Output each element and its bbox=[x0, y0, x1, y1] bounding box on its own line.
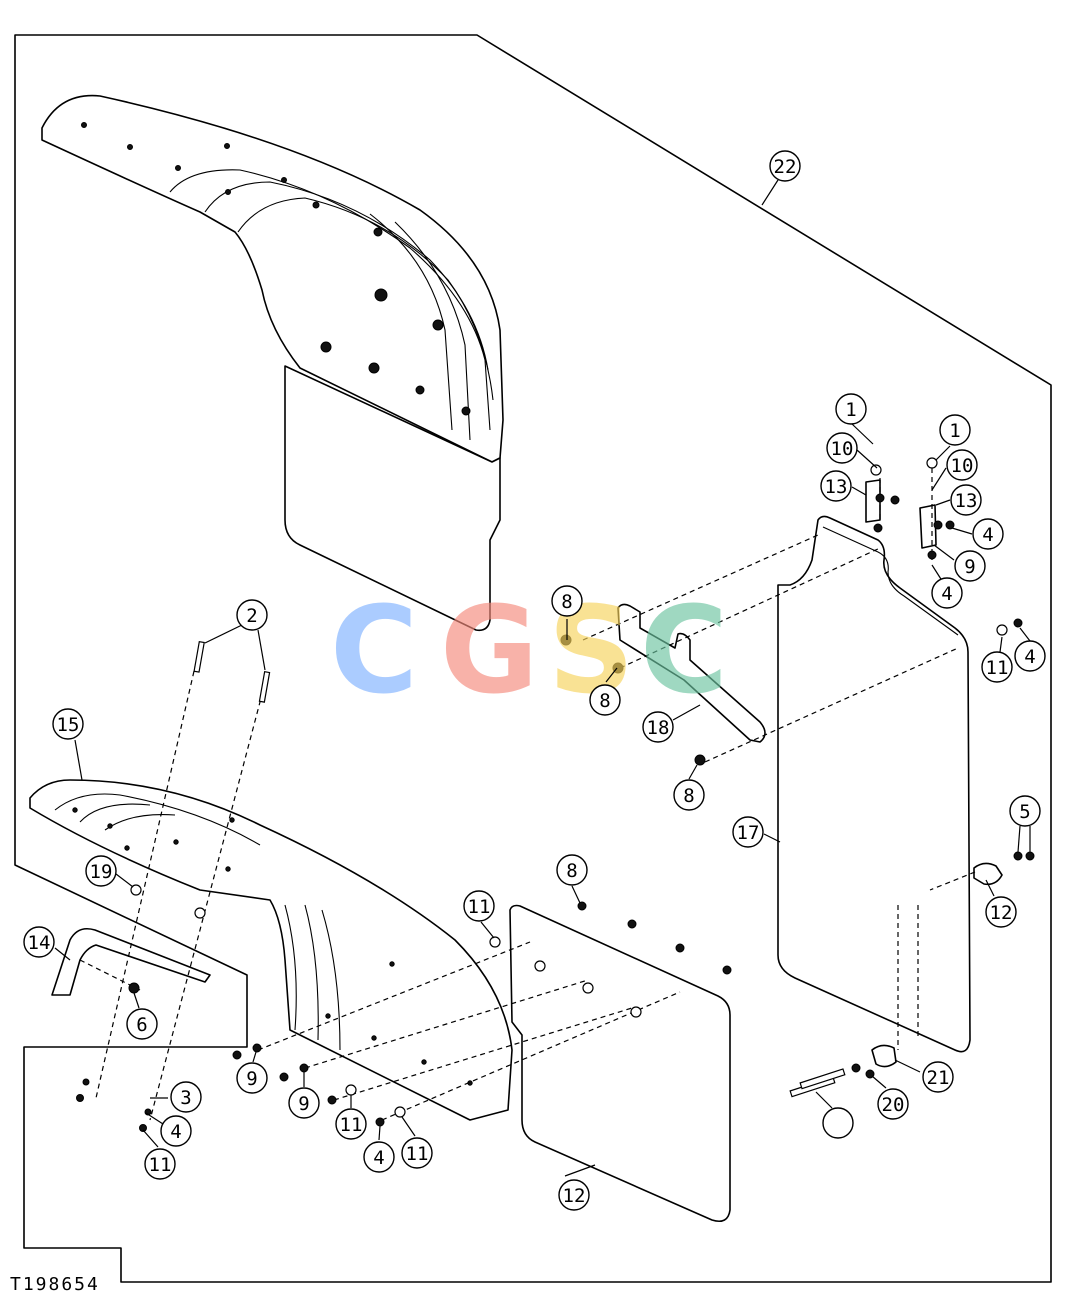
lower-mud-flap bbox=[509, 904, 731, 1223]
svg-text:10: 10 bbox=[951, 455, 974, 477]
drawing-id: T198654 bbox=[10, 1274, 100, 1295]
callout-13: 13 bbox=[950, 484, 982, 516]
callout-4: 11 bbox=[144, 1148, 176, 1180]
callout-8: 8 bbox=[589, 684, 621, 716]
callout-10: 10 bbox=[946, 449, 978, 481]
watermark-letter-2: G bbox=[440, 582, 539, 721]
callout-11: 11 bbox=[463, 890, 495, 922]
svg-text:8: 8 bbox=[683, 785, 694, 807]
callout-22: 22 bbox=[769, 150, 801, 182]
callout-3: 4 bbox=[160, 1115, 192, 1147]
mounting-bar bbox=[617, 603, 766, 743]
callout-14: 14 bbox=[23, 926, 55, 958]
svg-text:11: 11 bbox=[406, 1143, 429, 1165]
callout-5: 5 bbox=[1009, 795, 1041, 827]
callout-21: 20 bbox=[877, 1088, 909, 1120]
svg-text:22: 22 bbox=[774, 156, 797, 178]
callout-20 bbox=[822, 1107, 854, 1139]
svg-text:9: 9 bbox=[298, 1093, 309, 1115]
callout-4: 4 bbox=[363, 1141, 395, 1173]
svg-text:4: 4 bbox=[1024, 646, 1035, 668]
svg-text:4: 4 bbox=[373, 1147, 384, 1169]
callout-2: 2 bbox=[236, 599, 268, 631]
callout-9: 9 bbox=[236, 1062, 268, 1094]
callout-1: 1 bbox=[835, 393, 867, 425]
svg-text:1: 1 bbox=[845, 399, 856, 421]
callout-4: 4 bbox=[931, 577, 963, 609]
svg-text:1: 1 bbox=[949, 420, 960, 442]
callout-4: 4 bbox=[1014, 640, 1046, 672]
svg-text:11: 11 bbox=[468, 896, 491, 918]
svg-text:8: 8 bbox=[566, 860, 577, 882]
svg-text:12: 12 bbox=[563, 1185, 586, 1207]
callout-8: 8 bbox=[551, 585, 583, 617]
svg-text:9: 9 bbox=[964, 556, 975, 578]
upper-mud-flap bbox=[777, 515, 971, 1053]
callout-17: 17 bbox=[732, 816, 764, 848]
svg-text:3: 3 bbox=[180, 1087, 191, 1109]
svg-text:5: 5 bbox=[1019, 801, 1030, 823]
svg-text:19: 19 bbox=[90, 861, 113, 883]
callout-16: 12 bbox=[558, 1179, 590, 1211]
svg-text:15: 15 bbox=[57, 714, 80, 736]
callout-13: 13 bbox=[820, 470, 852, 502]
svg-text:14: 14 bbox=[28, 932, 51, 954]
svg-text:6: 6 bbox=[136, 1014, 147, 1036]
watermark: C G S C bbox=[330, 582, 728, 721]
callout-12: 21 bbox=[922, 1061, 954, 1093]
svg-text:13: 13 bbox=[955, 490, 978, 512]
svg-text:9: 9 bbox=[246, 1068, 257, 1090]
svg-text:8: 8 bbox=[599, 690, 610, 712]
callout-9: 9 bbox=[954, 550, 986, 582]
svg-text:13: 13 bbox=[825, 476, 848, 498]
callout-19: 19 bbox=[85, 855, 117, 887]
callout-8: 8 bbox=[556, 854, 588, 886]
support-bracket bbox=[51, 927, 211, 996]
callout-8: 8 bbox=[673, 779, 705, 811]
svg-text:8: 8 bbox=[561, 591, 572, 613]
svg-text:17: 17 bbox=[737, 822, 760, 844]
assembly-lines bbox=[79, 468, 976, 1121]
callout-10: 10 bbox=[826, 432, 858, 464]
callout-leaders bbox=[54, 423, 1031, 1177]
svg-text:12: 12 bbox=[990, 902, 1013, 924]
svg-text:11: 11 bbox=[986, 657, 1009, 679]
svg-text:20: 20 bbox=[882, 1094, 905, 1116]
callout-18: 18 bbox=[642, 711, 674, 743]
watermark-letter-4: C bbox=[640, 582, 728, 721]
callout-11: 3 bbox=[170, 1081, 202, 1113]
upper-fender bbox=[41, 94, 504, 632]
callout-6: 6 bbox=[126, 1008, 158, 1040]
svg-text:21: 21 bbox=[927, 1067, 950, 1089]
view-boundary bbox=[14, 34, 1052, 1283]
svg-text:4: 4 bbox=[170, 1121, 181, 1143]
callout-11: 11 bbox=[981, 651, 1013, 683]
svg-text:18: 18 bbox=[647, 717, 670, 739]
callout-11: 11 bbox=[401, 1137, 433, 1169]
callout-4: 4 bbox=[972, 518, 1004, 550]
svg-text:4: 4 bbox=[941, 583, 952, 605]
svg-text:11: 11 bbox=[149, 1154, 172, 1176]
callout-12: 12 bbox=[985, 896, 1017, 928]
callout-9: 9 bbox=[288, 1087, 320, 1119]
watermark-letter-1: C bbox=[330, 582, 418, 721]
svg-text:2: 2 bbox=[246, 605, 257, 627]
callout-15: 15 bbox=[52, 708, 84, 740]
svg-text:11: 11 bbox=[340, 1114, 363, 1136]
callout-11: 11 bbox=[335, 1108, 367, 1140]
hardware bbox=[76, 457, 1035, 1132]
svg-text:10: 10 bbox=[831, 438, 854, 460]
callout-1: 1 bbox=[939, 414, 971, 446]
svg-text:4: 4 bbox=[982, 524, 993, 546]
lower-fender bbox=[29, 779, 513, 1121]
